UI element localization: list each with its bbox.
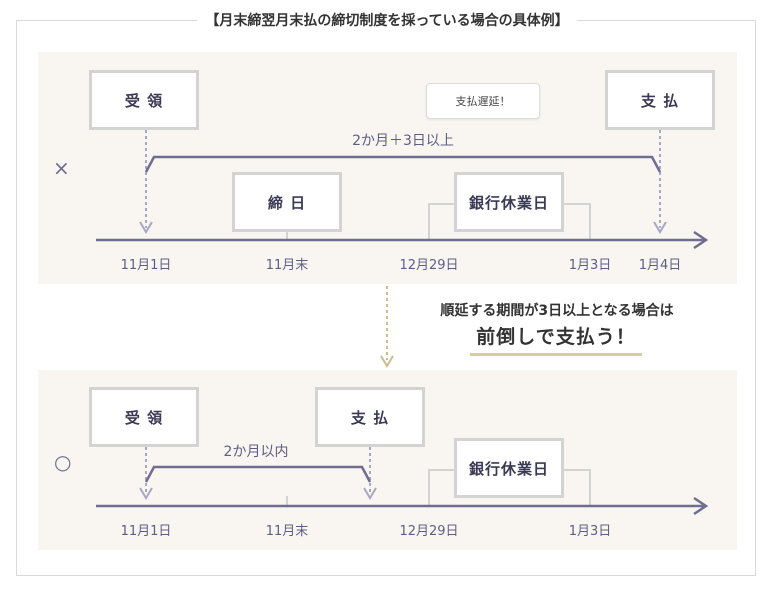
bottom-date-label: 11月末 (265, 524, 309, 539)
top-date-label: 1月3日 (568, 258, 612, 273)
bottom-date-label: 1月3日 (568, 524, 612, 539)
top-span-bracket (144, 155, 662, 173)
message-condition: 順延する期間が3日以上となる場合は (440, 303, 674, 319)
bottom-pay-arrowhead (363, 487, 377, 500)
top-bank-holiday-box: 銀行休業日 (454, 172, 564, 232)
bottom-date-label: 12月29日 (399, 524, 459, 539)
gold-arrowhead (380, 355, 394, 368)
top-date-label: 12月29日 (399, 258, 459, 273)
bottom-span-bracket (144, 465, 372, 483)
top-pay-arrowhead (653, 221, 667, 234)
cross-mark: × (53, 156, 70, 180)
top-pay-box: 支 払 (605, 70, 715, 130)
bottom-receive-arrowhead (139, 487, 153, 500)
delay-callout: 支払遅延！ (426, 83, 540, 119)
top-date-label: 1月4日 (638, 258, 682, 273)
bottom-receive-box: 受 領 (89, 387, 199, 447)
diagram-title: 【月末締翌月末払の締切制度を採っている場合の具体例】 (0, 10, 774, 30)
top-span-label: 2か月＋3日以上 (352, 133, 454, 149)
bottom-span-label: 2か月以内 (223, 444, 289, 460)
circle-mark: ○ (54, 450, 72, 474)
top-date-label: 11月1日 (120, 258, 172, 273)
bottom-timeline-arrowhead (693, 496, 709, 516)
top-date-label: 11月末 (265, 258, 309, 273)
top-timeline-arrowhead (693, 230, 709, 250)
bottom-bank-holiday-box: 銀行休業日 (454, 438, 564, 498)
message-conclusion: 前倒しで支払う！ (470, 322, 642, 356)
top-receive-arrowhead (139, 221, 153, 234)
top-cutoff-box: 締 日 (232, 172, 342, 232)
top-receive-box: 受 領 (89, 70, 199, 130)
bottom-date-label: 11月1日 (120, 524, 172, 539)
bottom-pay-box: 支 払 (315, 387, 425, 447)
